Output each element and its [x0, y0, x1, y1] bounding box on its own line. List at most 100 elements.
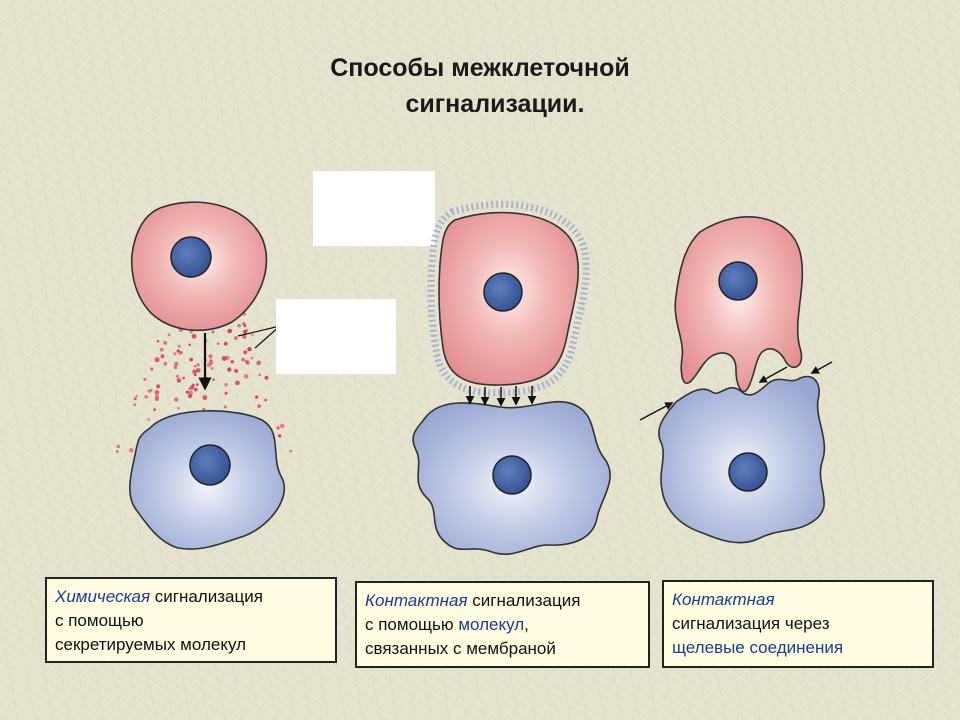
molecule-dot — [247, 347, 252, 352]
caption-2-rest: сигнализация — [467, 591, 581, 610]
molecule-dot — [243, 329, 247, 334]
molecule-dot — [230, 360, 234, 364]
molecule-dot — [163, 361, 168, 366]
molecule-dot — [216, 342, 220, 346]
molecule-dot — [289, 449, 293, 453]
molecule-dot — [244, 359, 249, 364]
molecule-dot — [173, 365, 178, 370]
molecule-dot — [182, 376, 186, 380]
molecule-dot — [174, 361, 179, 367]
molecule-dot — [255, 395, 259, 399]
molecule-dot — [185, 390, 189, 394]
molecule-dot — [133, 403, 137, 407]
molecule-dot — [264, 398, 267, 402]
nucleus-3a — [718, 261, 758, 301]
molecule-dot — [223, 341, 228, 346]
caption-3-line-3: щелевые соединения — [672, 638, 844, 657]
nucleus-1a — [170, 236, 212, 278]
gap-arrow-3 — [810, 361, 833, 374]
molecule-dot — [163, 340, 168, 345]
caption-2-line-2-c: , — [524, 615, 529, 634]
molecule-dot — [227, 367, 232, 372]
molecule-dot — [234, 336, 238, 340]
nucleus-2a — [483, 272, 523, 312]
molecule-dot — [154, 394, 159, 400]
caption-1-rest: сигнализация — [150, 587, 263, 606]
molecule-dot — [196, 363, 200, 367]
molecule-dot — [276, 426, 280, 430]
molecule-dot — [159, 347, 164, 352]
molecule-dot — [156, 384, 161, 389]
pointer-line-1 — [237, 325, 281, 337]
caption-2-line-2: с помощью молекул, — [365, 613, 640, 637]
molecule-dot — [196, 383, 199, 386]
molecule-dot — [209, 359, 212, 362]
caption-2-line-2-a: с помощью — [365, 615, 459, 634]
molecule-dot — [210, 367, 214, 370]
caption-1-highlight: Химическая — [55, 587, 151, 606]
molecule-dot — [189, 330, 193, 334]
title-line-2: сигнализации. — [405, 90, 585, 118]
molecule-dot — [193, 365, 197, 368]
molecule-dot — [147, 418, 151, 421]
molecule-dot — [251, 333, 254, 337]
nucleus-1b — [189, 444, 231, 486]
molecule-dot — [242, 322, 246, 326]
molecule-dot — [242, 334, 247, 339]
molecule-dot — [143, 377, 147, 381]
molecule-dot — [224, 382, 228, 387]
molecule-dot — [264, 375, 269, 380]
molecule-dot — [135, 395, 138, 398]
caption-3-highlight: Контактная — [672, 590, 775, 609]
molecule-dot — [149, 389, 153, 392]
molecule-dot — [156, 339, 160, 343]
molecule-dot — [193, 373, 197, 377]
caption-2-highlight: Контактная — [365, 591, 468, 610]
nucleus-3b — [728, 452, 768, 492]
molecule-dot — [241, 357, 245, 362]
molecule-dot — [176, 378, 182, 383]
molecule-dot — [188, 387, 191, 391]
molecule-dot — [115, 450, 119, 453]
molecule-dot — [234, 368, 239, 373]
signaling-cell-3 — [674, 216, 804, 393]
nucleus-2b — [492, 455, 532, 495]
caption-1-line-1: Химическая сигнализация — [55, 585, 327, 609]
molecule-dot — [154, 357, 160, 363]
molecule-dot — [173, 352, 177, 356]
page-title: Способы межклеточной сигнализации. — [230, 50, 730, 122]
caption-3-line-2: сигнализация через — [672, 614, 830, 633]
molecule-dot — [174, 397, 179, 402]
caption-chemical-signaling: Химическая сигнализация с помощью секрет… — [45, 577, 337, 663]
caption-1-line-2: с помощью — [55, 611, 144, 630]
blank-label-box-2 — [276, 299, 396, 374]
molecule-dot — [160, 354, 165, 359]
caption-2-line-3: связанных с мембраной — [365, 639, 556, 658]
molecule-dot — [225, 355, 230, 361]
panel-contact-membrane — [412, 200, 611, 556]
molecule-dot — [192, 369, 197, 374]
molecule-dot — [212, 378, 215, 381]
molecule-dot — [189, 357, 194, 362]
molecule-dot — [250, 356, 254, 360]
molecule-dot — [189, 385, 195, 390]
molecule-dot — [188, 343, 191, 347]
molecule-dot — [207, 363, 212, 368]
molecule-dot — [258, 373, 262, 377]
molecule-dot — [144, 395, 148, 399]
surface-molecules-halo — [427, 200, 590, 397]
molecule-dot — [257, 404, 261, 408]
molecule-dot — [237, 323, 241, 328]
molecule-dot — [177, 344, 181, 348]
molecule-dot — [154, 390, 160, 395]
caption-2-molecules: молекул — [458, 615, 525, 634]
panel-chemical — [115, 201, 293, 550]
molecule-dot — [194, 387, 198, 392]
caption-contact-membrane: Контактная сигнализация с помощью молеку… — [355, 581, 650, 668]
molecule-dot — [256, 360, 262, 366]
molecule-dot — [167, 333, 171, 337]
molecule-dot — [175, 374, 180, 378]
molecule-dot — [116, 444, 120, 449]
molecule-dot — [177, 407, 180, 410]
